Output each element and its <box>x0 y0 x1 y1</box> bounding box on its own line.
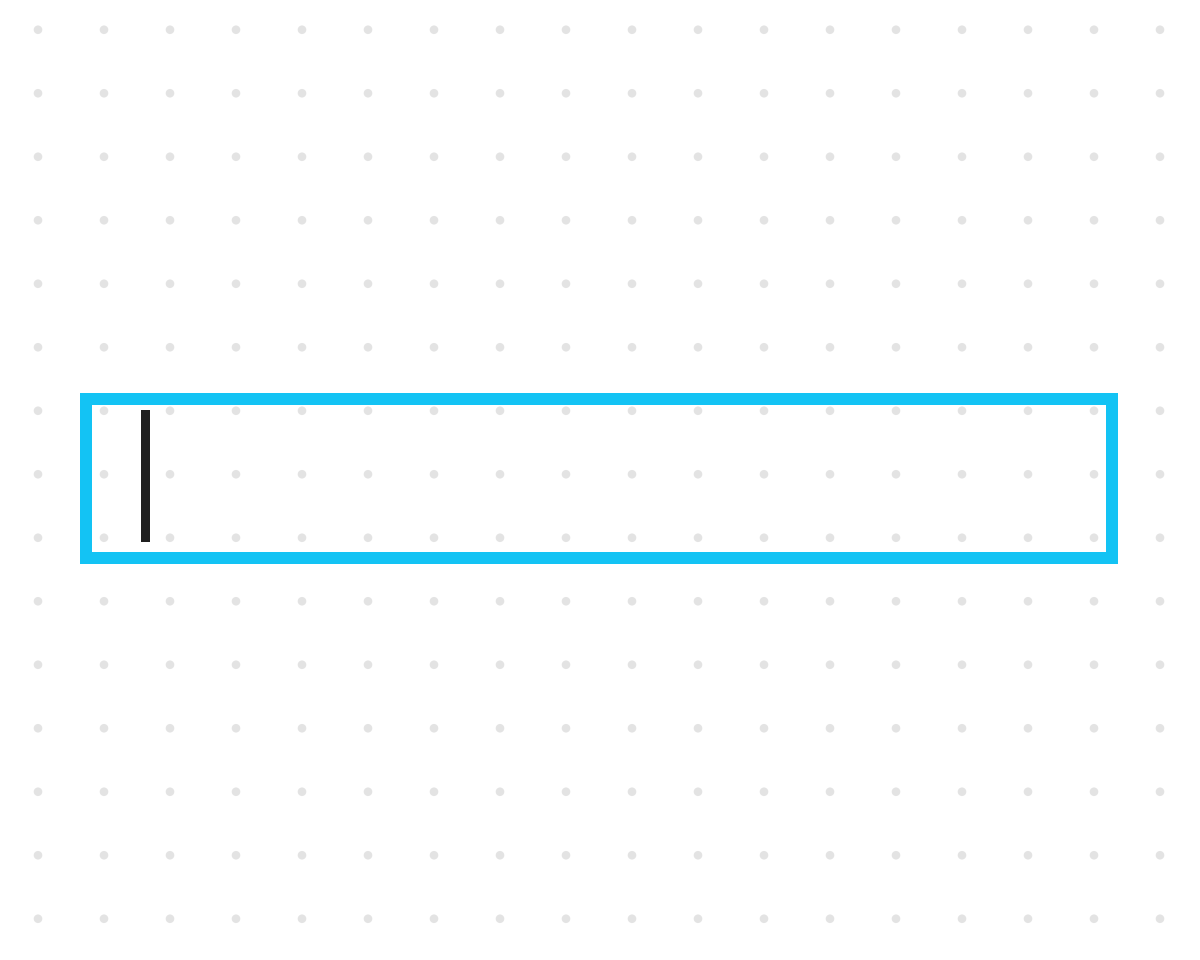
text-cursor-caret <box>141 410 150 542</box>
text-input-box[interactable] <box>80 393 1118 564</box>
text-input[interactable] <box>146 405 1096 552</box>
